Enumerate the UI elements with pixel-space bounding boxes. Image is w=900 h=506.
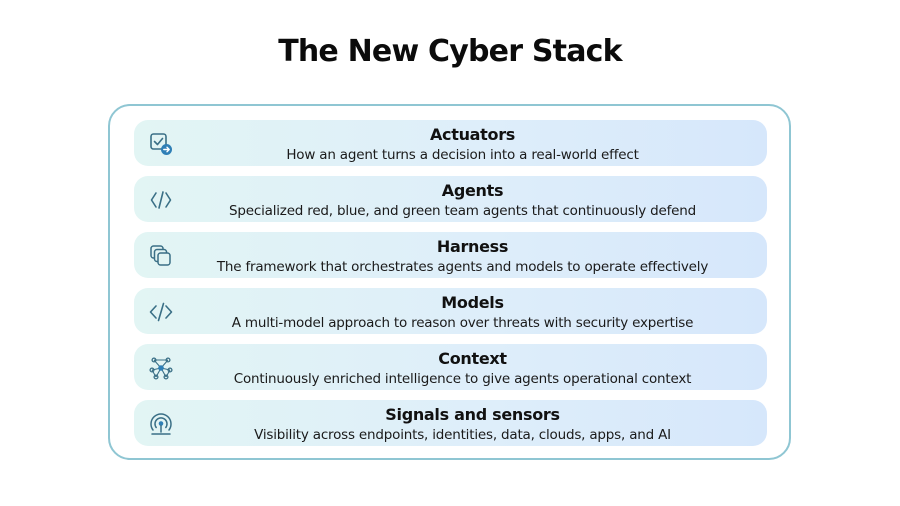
- network-nodes-icon: [148, 355, 174, 381]
- layer-signals-and-sensors: Signals and sensors Visibility across en…: [134, 400, 767, 446]
- layer-name: Context: [438, 349, 507, 368]
- layer-context: Context Continuously enriched intelligen…: [134, 344, 767, 390]
- layer-description: How an agent turns a decision into a rea…: [286, 147, 639, 163]
- code-slash-icon: [148, 187, 174, 213]
- layer-models: Models A multi-model approach to reason …: [134, 288, 767, 334]
- layer-name: Agents: [441, 181, 504, 200]
- layer-harness: Harness The framework that orchestrates …: [134, 232, 767, 278]
- layer-actuators: Actuators How an agent turns a decision …: [134, 120, 767, 166]
- layer-description: A multi-model approach to reason over th…: [231, 315, 694, 331]
- layer-name: Models: [441, 293, 504, 312]
- stacked-layers-icon: [148, 243, 174, 269]
- layer-name: Signals and sensors: [385, 405, 560, 424]
- code-brackets-icon: [148, 299, 174, 325]
- checkbox-arrow-icon: [148, 131, 174, 157]
- layer-description: Specialized red, blue, and green team ag…: [229, 203, 696, 219]
- layer-description: The framework that orchestrates agents a…: [216, 259, 709, 275]
- layer-description: Continuously enriched intelligence to gi…: [233, 371, 692, 387]
- layer-agents: Agents Specialized red, blue, and green …: [134, 176, 767, 222]
- layer-description: Visibility across endpoints, identities,…: [254, 427, 671, 443]
- layer-name: Harness: [436, 237, 509, 256]
- layer-name: Actuators: [429, 125, 516, 144]
- cyber-stack-frame: Actuators How an agent turns a decision …: [108, 104, 791, 460]
- broadcast-signal-icon: [148, 411, 174, 437]
- page-title: The New Cyber Stack: [278, 34, 622, 69]
